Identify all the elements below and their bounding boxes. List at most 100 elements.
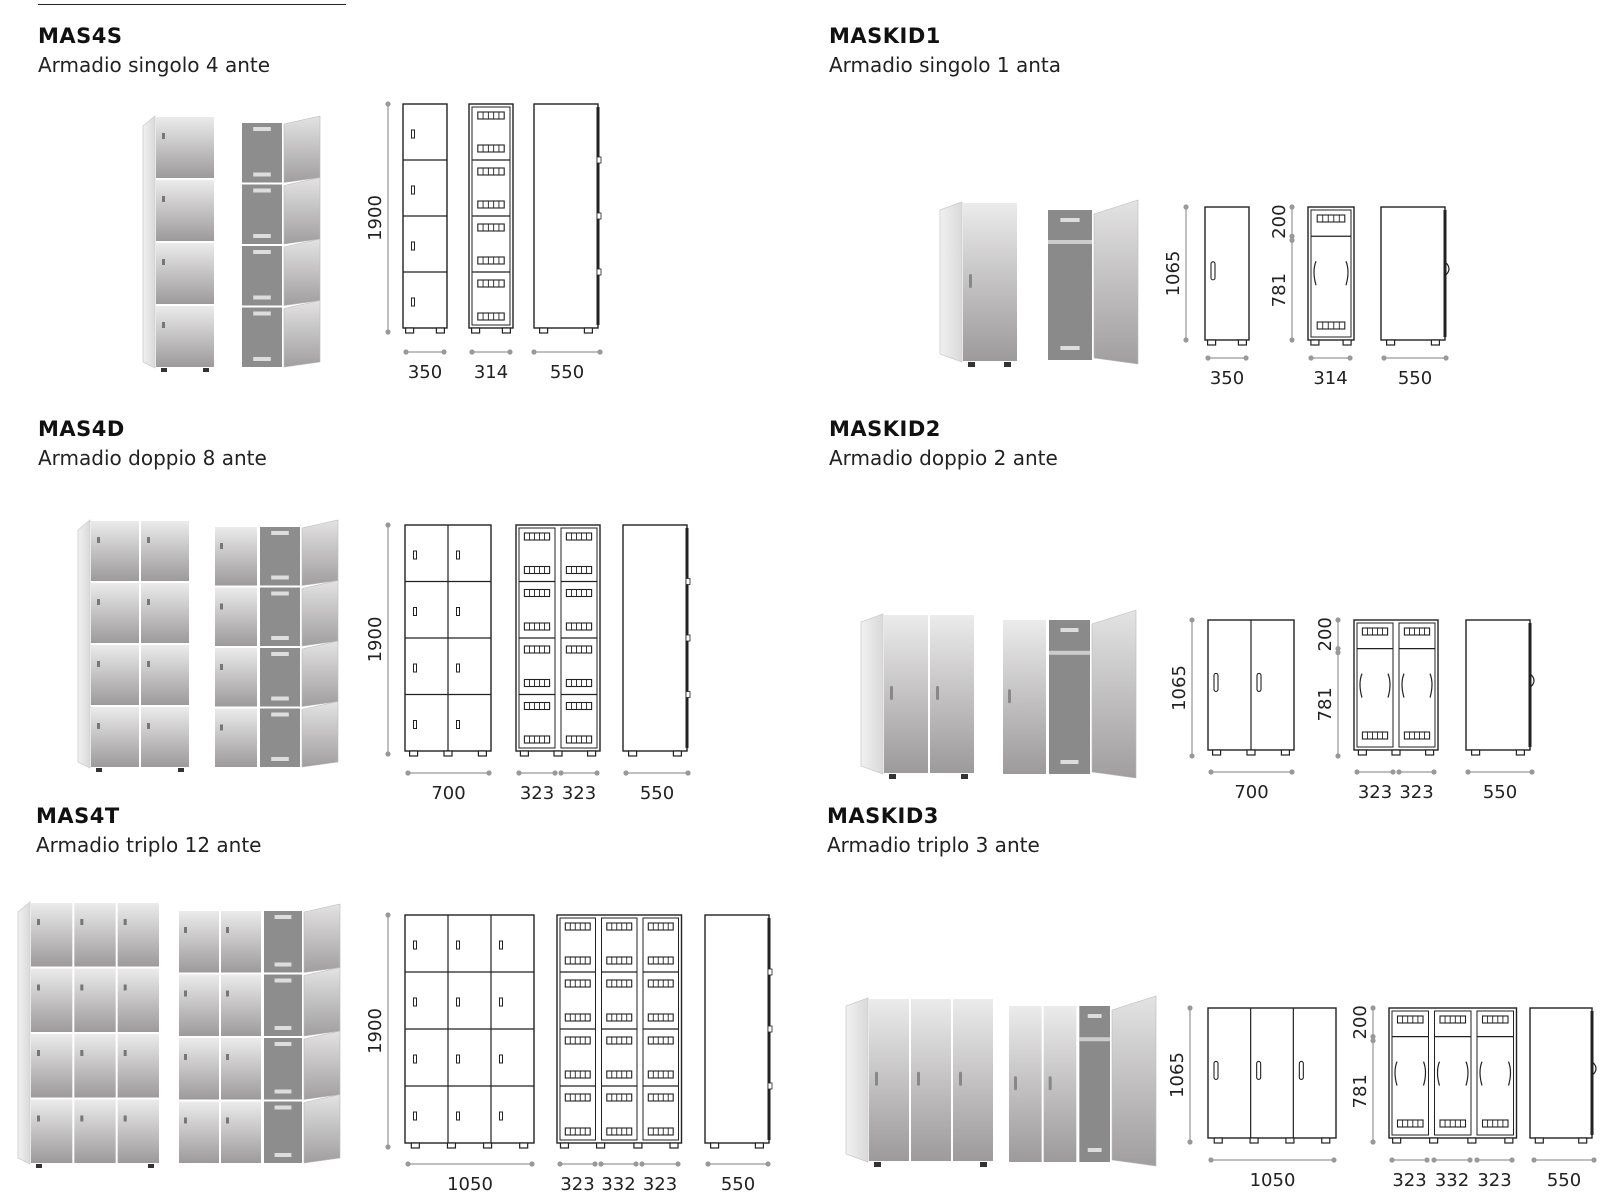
dimension-label: 323 (1358, 782, 1392, 803)
locker-door (91, 645, 139, 705)
cabinet-foot (980, 1162, 987, 1167)
door-handle-icon (1014, 1076, 1017, 1091)
dimension-dot (405, 1161, 411, 1167)
dimension-dot (1509, 1157, 1515, 1163)
dimension-label: 1900 (365, 1008, 386, 1054)
door-handle-icon (1256, 672, 1262, 692)
product-code: MASKID3 (827, 804, 939, 828)
foot (1206, 339, 1217, 346)
dimension-dot (469, 349, 475, 355)
dimension-label: 1065 (1163, 251, 1184, 297)
foot (1285, 1137, 1295, 1144)
coat-rail-icon (606, 1070, 633, 1079)
open-cabinet-door (1111, 995, 1157, 1167)
dimension-label: 1900 (365, 195, 386, 241)
open-locker-door (303, 1094, 341, 1164)
hinge (685, 634, 691, 642)
lock-icon (147, 723, 150, 729)
coat-rail-icon (564, 1093, 591, 1102)
handle-profile (1445, 262, 1450, 276)
foot (1211, 749, 1222, 756)
coat-rail-icon (477, 256, 505, 265)
foot (1321, 1137, 1331, 1144)
coat-hook-icon (1422, 1061, 1427, 1086)
product-code: MAS4T (36, 804, 120, 828)
dimension-label: 781 (1269, 273, 1290, 307)
foot (1385, 339, 1396, 346)
lock-icon (220, 603, 223, 610)
door-handle-icon (917, 1071, 920, 1086)
coat-rail-icon (647, 1013, 674, 1022)
coat-rail-icon (253, 172, 271, 177)
lock-icon (37, 919, 40, 925)
coat-rail-icon (253, 311, 271, 316)
coat-rail-icon (523, 532, 551, 541)
dimension-label: 314 (1313, 368, 1347, 389)
inner-compartment (1356, 622, 1394, 748)
locker-door (179, 1101, 219, 1163)
dimension-dot (639, 1161, 645, 1167)
dimension-dot (403, 349, 409, 355)
side-view (622, 524, 688, 752)
lock-icon (97, 723, 100, 729)
inner-view (1388, 1007, 1518, 1139)
coat-rail-icon (477, 111, 505, 120)
cabinet-side (939, 201, 963, 363)
cabinet-foot (961, 774, 968, 779)
cabinet-side (860, 613, 884, 775)
lock-icon (123, 919, 127, 925)
dimension-dot (486, 770, 492, 776)
coat-rail-icon (274, 1042, 292, 1046)
locker-door (117, 968, 159, 1032)
door-handle-icon (1213, 1060, 1219, 1080)
cabinet-door (1009, 1006, 1042, 1162)
coat-rail-icon (1403, 627, 1431, 636)
dimension-dot (1474, 1157, 1480, 1163)
coat-rail-icon (477, 200, 505, 209)
locker-door (215, 527, 257, 586)
locker-door (179, 911, 219, 973)
dimension-dot (1431, 769, 1437, 775)
handle-profile (1592, 1062, 1597, 1076)
coat-hook-icon (1479, 1061, 1483, 1086)
coat-rail-icon (1087, 1148, 1102, 1152)
door-handle-icon (890, 686, 893, 700)
side-view (704, 914, 770, 1144)
product-maskid3-header: MASKID3 Armadio triplo 3 ante (827, 802, 1040, 860)
dimension-label: 323 (643, 1174, 677, 1195)
dimension-dot (597, 349, 603, 355)
key-lock-icon (413, 997, 417, 1007)
key-lock-icon (456, 1111, 460, 1121)
dimension-label: 332 (601, 1174, 635, 1195)
foot (586, 750, 597, 757)
cabinet-foot (1004, 362, 1011, 367)
coat-rail-icon (606, 979, 633, 988)
dimension-label: 323 (560, 1174, 594, 1195)
foot (1342, 339, 1352, 346)
dimension-dot (385, 101, 391, 107)
lock-icon (226, 990, 229, 997)
dimension-dot (1467, 1157, 1473, 1163)
foot (446, 1142, 457, 1149)
dimension-dot (623, 770, 629, 776)
coat-rail-icon (271, 531, 289, 535)
lock-icon (97, 537, 100, 543)
dimension-label: 781 (1350, 1074, 1371, 1108)
foot (519, 1142, 529, 1149)
cabinet-foot (203, 368, 209, 372)
dimension-dot (516, 770, 522, 776)
key-lock-icon (499, 940, 503, 950)
coat-rail-icon (274, 962, 292, 967)
locker-door (156, 117, 214, 178)
coat-rail-icon (606, 922, 633, 931)
dimension-dot (1308, 355, 1314, 361)
key-lock-icon (411, 297, 415, 307)
dimension-dot (1208, 769, 1214, 775)
key-lock-icon (499, 997, 503, 1007)
dimension-label: 1050 (1250, 1170, 1296, 1191)
locker-door (117, 1099, 159, 1163)
dimension-label: 323 (562, 783, 596, 804)
